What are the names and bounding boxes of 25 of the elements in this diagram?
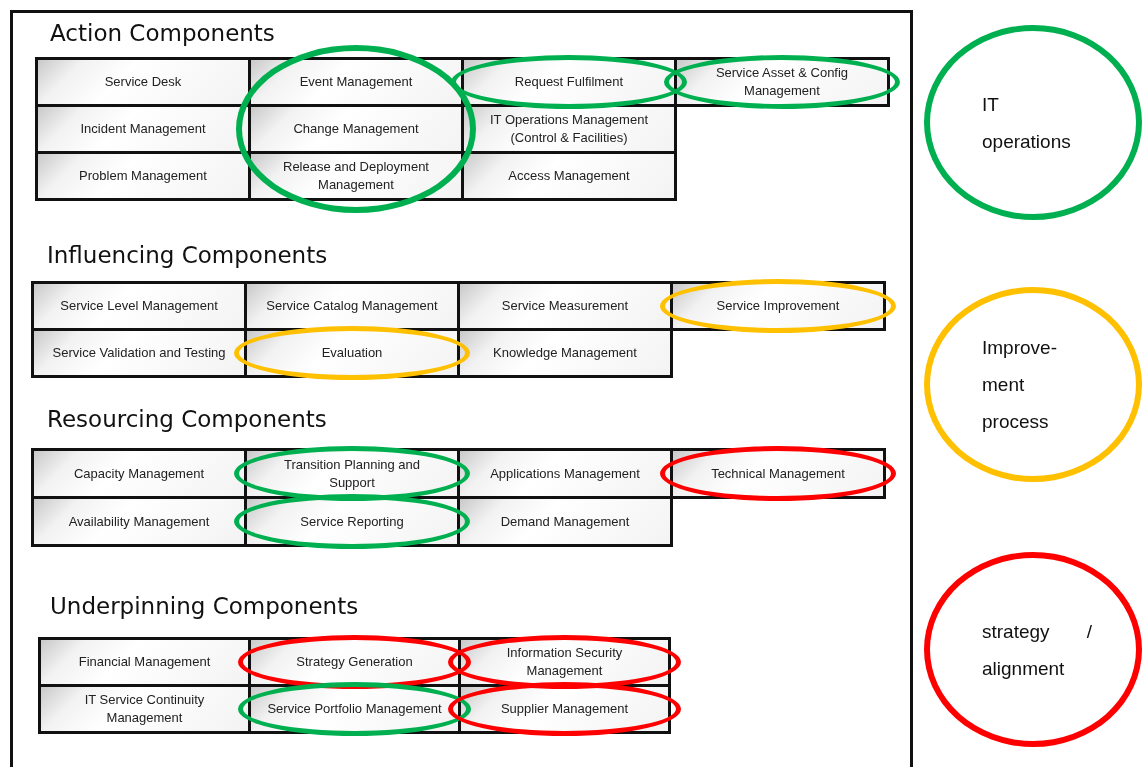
component-cell: Incident Management <box>35 104 251 154</box>
legend-text: Improve-ment process <box>982 336 1058 434</box>
component-cell: IT Service Continuity Management <box>38 684 251 734</box>
section-heading: Resourcing Components <box>47 406 327 432</box>
component-cell: Availability Management <box>31 496 247 547</box>
component-cell: Service Desk <box>35 57 251 107</box>
legend-text: IT operations <box>982 92 1072 154</box>
component-cell: Release and Deployment Management <box>248 151 464 201</box>
component-cell: Capacity Management <box>31 448 247 499</box>
component-cell: Change Management <box>248 104 464 154</box>
component-cell: IT Operations Management (Control & Facilities) <box>461 104 677 154</box>
component-cell: Applications Management <box>457 448 673 499</box>
component-cell: Service Catalog Management <box>244 281 460 331</box>
component-cell: Service Level Management <box>31 281 247 331</box>
component-cell: Financial Management <box>38 637 251 687</box>
section-heading: Action Components <box>50 20 275 46</box>
component-cell: Problem Management <box>35 151 251 201</box>
section-heading: Underpinning Components <box>50 593 359 619</box>
component-cell: Access Management <box>461 151 677 201</box>
component-cell: Demand Management <box>457 496 673 547</box>
section-heading: Influencing Components <box>47 242 328 268</box>
component-cell: Knowledge Management <box>457 328 673 378</box>
component-cell: Service Measurement <box>457 281 673 331</box>
legend-text: strategy / alignment <box>982 619 1092 681</box>
component-cell: Service Validation and Testing <box>31 328 247 378</box>
